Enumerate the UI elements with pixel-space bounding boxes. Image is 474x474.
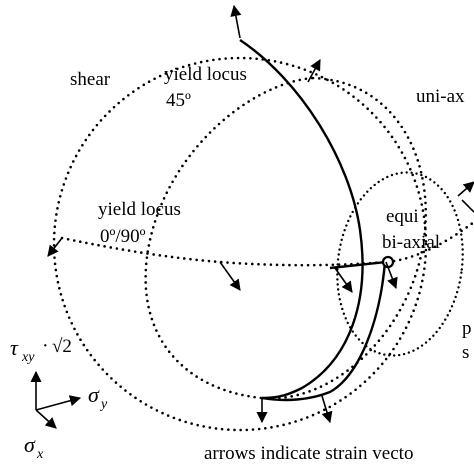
axis-arrow-icon	[35, 395, 82, 411]
sigma-y-symbol: σ	[88, 382, 100, 407]
footer-caption: arrows indicate strain vecto	[204, 443, 413, 464]
strain-vector-arrow-icon	[385, 261, 398, 290]
multiply-dot: ·	[42, 335, 49, 357]
center-to-biaxial-line	[329, 260, 387, 270]
strain-vector-arrow-icon	[321, 395, 333, 424]
strain-vector-arrow-icon	[230, 4, 242, 39]
meridian-lower-curve	[261, 261, 387, 402]
sqrt-two: √2	[52, 336, 72, 357]
yield-locus-45-angle: 45º	[166, 90, 191, 111]
yield-locus-0-90-curve	[60, 236, 388, 267]
sigma-y-subscript: y	[99, 397, 108, 412]
axis-arrow-icon	[35, 409, 57, 429]
plane-strain-locus	[336, 171, 464, 357]
uni-axial-label: uni-ax	[416, 86, 465, 107]
strain-vector-arrow-icon	[457, 181, 474, 197]
sigma-x-symbol: σ	[24, 432, 36, 457]
yield-surface-outline	[52, 56, 428, 432]
tau-subscript: xy	[21, 350, 35, 365]
sigma-x-subscript: x	[36, 447, 44, 462]
plane-strain-label-line1: p	[462, 318, 472, 339]
yield-locus-0-90-curve-right	[386, 220, 474, 264]
bi-axial-label: bi-axial	[382, 232, 440, 253]
tau-symbol: τ	[10, 335, 19, 360]
meridian-curve	[239, 39, 364, 400]
strain-vector-arrow-icon	[219, 261, 241, 291]
strain-vector-arrow-icon	[461, 199, 474, 213]
yield-locus-0-90-label: yield locus	[98, 199, 181, 220]
yield-locus-0-90-angle: 0º/90º	[100, 226, 146, 247]
strain-vector-arrow-icon	[47, 237, 63, 257]
strain-vector-arrow-icon	[307, 59, 321, 83]
strain-vector-arrow-icon	[334, 267, 353, 293]
equi-label: equi	[386, 206, 419, 227]
plane-strain-label-line2: s	[462, 342, 469, 363]
shear-label: shear	[70, 69, 111, 90]
yield-locus-45-label: yield locus	[164, 64, 247, 85]
